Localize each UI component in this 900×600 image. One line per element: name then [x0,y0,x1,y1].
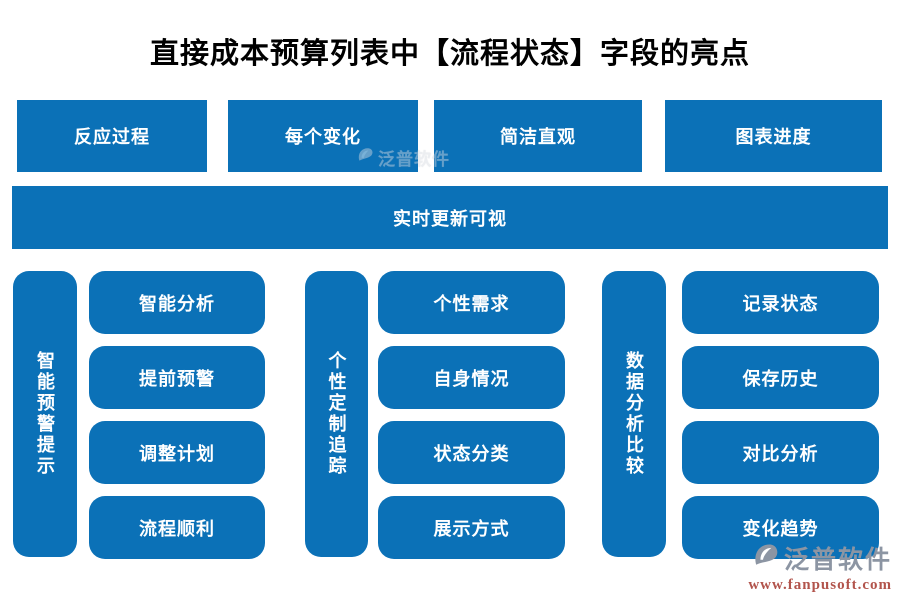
group1-box-smooth-process: 流程顺利 [89,496,265,559]
page-title: 直接成本预算列表中【流程状态】字段的亮点 [149,38,750,70]
group3-box-save-history: 保存历史 [682,346,879,409]
group-header-smart-warning-tips: 智能预警提示 [13,271,77,557]
group2-box-own-situation: 自身情况 [378,346,565,409]
banner-realtime-visual: 实时更新可视 [12,186,888,249]
group1-box-adjust-plan: 调整计划 [89,421,265,484]
group1-box-smart-analysis: 智能分析 [89,271,265,334]
group3-box-comparison-analysis: 对比分析 [682,421,879,484]
logo-brand-text: 泛普软件 [783,546,892,574]
group1-box-early-warning: 提前预警 [89,346,265,409]
group-header-personalized-tracking: 个性定制追踪 [305,271,368,557]
group3-box-record-status: 记录状态 [682,271,879,334]
group2-box-display-mode: 展示方式 [378,496,565,559]
top-box-reaction-process: 反应过程 [17,100,207,172]
fanpu-logo: 泛普软件 www.fanpusoft.com [748,540,892,594]
top-box-chart-progress: 图表进度 [665,100,882,172]
group2-box-personal-needs: 个性需求 [378,271,565,334]
logo-url-text: www.fanpusoft.com [748,577,892,593]
group2-box-status-classification: 状态分类 [378,421,565,484]
top-box-concise-intuitive: 简洁直观 [434,100,642,172]
group-header-data-analysis-compare: 数据分析比较 [602,271,666,557]
top-box-every-change: 每个变化 [228,100,418,172]
fanpu-logo-icon [752,542,779,574]
group3-box-change-trend: 变化趋势 [682,496,879,559]
